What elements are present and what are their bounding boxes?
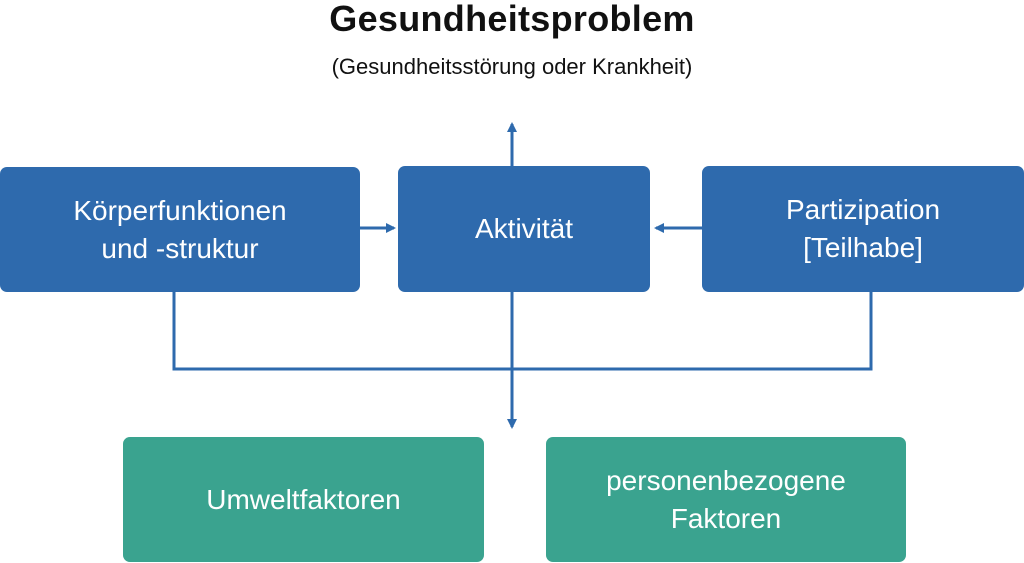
- body-functions-line2: und -struktur: [101, 232, 259, 264]
- diagram-subtitle: (Gesundheitsstörung oder Krankheit): [331, 54, 693, 79]
- participation-box: Partizipation [Teilhabe]: [702, 166, 1024, 292]
- activity-box: Aktivität: [398, 166, 650, 292]
- personal-factors-line1: personenbezogene: [606, 464, 846, 496]
- body-functions-line1: Körperfunktionen: [73, 194, 287, 226]
- environmental-factors-box: Umweltfaktoren: [123, 437, 484, 562]
- personal-factors-line2: Faktoren: [670, 502, 782, 534]
- activity-label: Aktivität: [474, 213, 574, 244]
- participation-line2: [Teilhabe]: [803, 232, 923, 263]
- bracket-line: [172, 292, 873, 371]
- diagram-title: Gesundheitsproblem: [329, 0, 695, 39]
- body-functions-box: Körperfunktionen und -struktur: [0, 167, 360, 292]
- participation-line1: Partizipation: [785, 194, 941, 225]
- environmental-factors-label: Umweltfaktoren: [206, 483, 401, 515]
- personal-factors-box: personenbezogene Faktoren: [546, 437, 906, 562]
